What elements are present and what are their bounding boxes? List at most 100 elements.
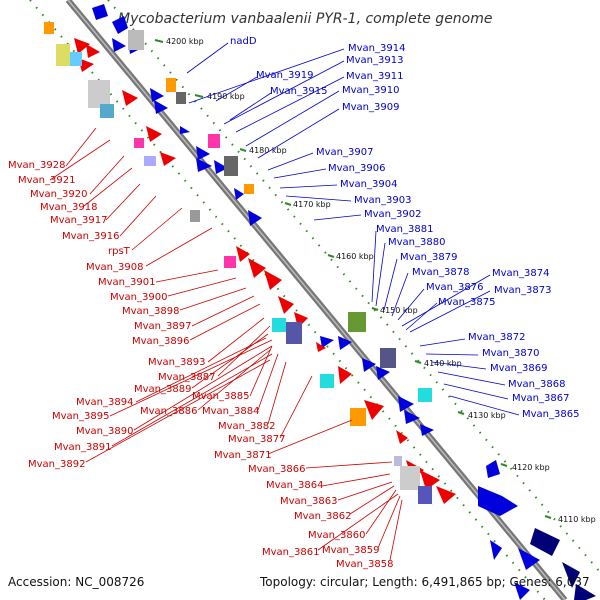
gene-feature [486,460,500,478]
gene-feature [74,38,90,54]
gene-feature [264,270,282,290]
gene-block [224,256,236,268]
gene-feature [420,470,440,490]
tick-mark [154,39,164,43]
gene-feature [320,336,334,348]
gene-block [418,388,432,402]
gene-feature [362,358,376,372]
gene-feature [364,400,384,420]
gene-label: Mvan_3863 [280,496,337,507]
gene-label: Mvan_3878 [412,267,469,278]
label-leader [305,461,393,469]
label-leader [383,258,398,311]
gene-label: Mvan_3858 [336,559,393,570]
label-leader [371,230,377,303]
gene-feature [530,528,560,556]
label-leader [405,302,438,331]
tick-label: 4120 kbp [512,463,550,472]
gene-feature [248,258,266,278]
tick-mark [500,463,508,467]
gene-block [176,92,186,104]
gene-label: Mvan_3868 [508,379,565,390]
gene-label: Mvan_3909 [342,102,399,113]
label-leader [155,269,219,283]
label-leader [257,108,340,159]
gene-feature [112,16,128,34]
label-leader [135,337,267,403]
gene-feature [514,582,530,600]
gene-label: Mvan_3877 [228,434,285,445]
gene-label: Mvan_3893 [148,357,205,368]
gene-label: Mvan_3865 [522,409,579,420]
label-leader [425,353,479,356]
label-leader [167,277,237,297]
gene-label: Mvan_3928 [8,160,65,171]
label-leader [389,499,403,561]
label-leader [119,195,157,237]
label-leader [207,317,265,363]
label-leader [235,76,345,133]
label-leader [409,290,491,333]
gene-label: Mvan_3890 [76,426,133,437]
label-leader [267,419,353,455]
forward-strand-genes [92,4,596,600]
label-leader [313,214,362,221]
gene-feature [490,540,502,560]
gene-label: Mvan_3885 [192,391,249,402]
gene-feature [150,88,164,102]
gene-block [100,104,114,118]
tick-mark [284,202,292,206]
gene-label: Mvan_3921 [18,175,75,186]
label-leader [397,288,425,321]
gene-label: Mvan_3898 [122,306,179,317]
gene-feature [236,246,250,262]
gene-block [350,408,366,426]
gene-label: Mvan_3913 [346,55,403,66]
label-leader [321,473,391,487]
label-leader [317,493,399,551]
gene-block [348,312,366,332]
label-leader [419,338,466,347]
gene-label: Mvan_3915 [270,86,327,97]
label-leader [65,127,97,167]
label-leader [391,272,409,317]
gene-feature [478,486,518,516]
label-leader [401,274,491,327]
label-leader [267,152,314,171]
label-leader [245,90,340,147]
gene-label: Mvan_3874 [492,268,549,279]
gene-feature [160,152,176,166]
gene-label: rpsT [108,246,131,257]
gene-feature [338,366,352,384]
label-leader [49,139,111,181]
gene-feature [420,424,434,436]
gene-feature [196,158,212,172]
gene-feature [146,126,162,142]
gene-label: Mvan_3881 [376,224,433,235]
gene-block [208,134,220,148]
gene-block [88,80,110,108]
forward-labels [186,42,520,416]
gene-block [56,44,70,66]
label-leader [377,495,401,549]
label-leader [229,92,272,121]
label-leader [133,345,273,431]
gene-label: Mvan_3872 [468,332,525,343]
gene-label: Mvan_3907 [316,147,373,158]
gene-block [166,78,176,92]
gene-block [418,486,432,504]
gene-label: Mvan_3879 [400,252,457,263]
gene-label: Mvan_3917 [50,215,107,226]
label-leader [273,168,327,179]
tick-mark [544,515,552,519]
gene-label: Mvan_3862 [294,511,351,522]
gene-block [128,30,144,50]
gene-label: Mvan_3859 [322,545,379,556]
label-leader [349,485,395,515]
tick-label: 4170 kbp [293,200,331,209]
gene-block [70,52,82,66]
label-leader [105,183,141,221]
topology-text: Topology: circular; Length: 6,491,865 bp… [259,575,590,589]
gene-feature [180,126,190,134]
gene-feature [398,396,414,412]
